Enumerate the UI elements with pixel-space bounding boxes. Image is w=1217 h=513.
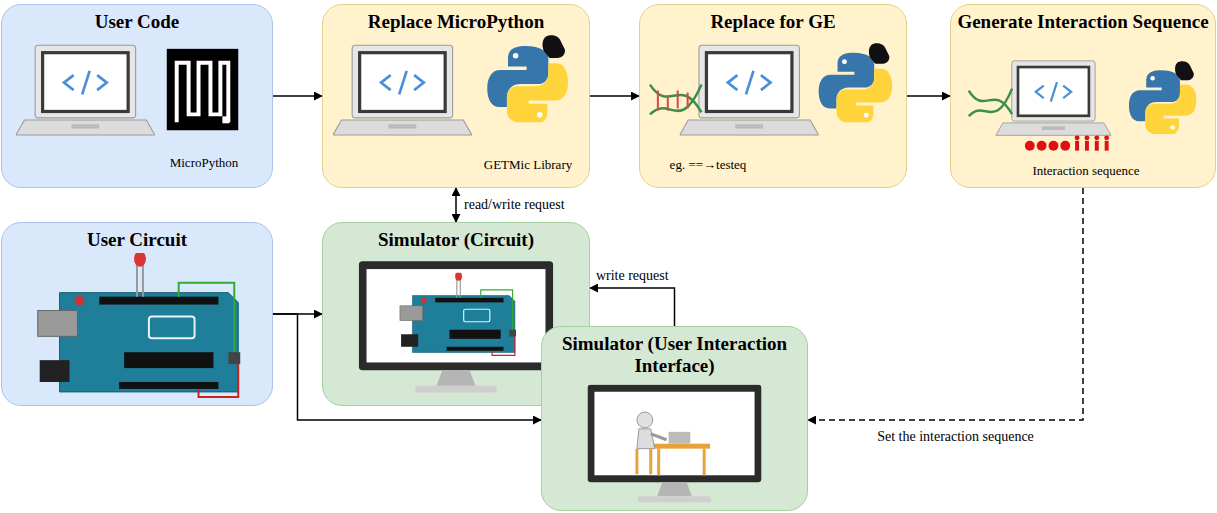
replace-micropython-box: Replace MicroPythonGETMic Library	[322, 4, 590, 188]
flow-arrow	[455, 188, 457, 222]
box-title: Simulator (Circuit)	[329, 229, 583, 251]
box-title: Replace MicroPython	[329, 11, 583, 33]
box-title: Generate Interaction Sequence	[957, 11, 1209, 33]
arduino-illustration	[2, 223, 272, 405]
flow-arrow	[273, 95, 322, 97]
flow-arrow	[590, 95, 639, 97]
generate-sequence-box: Generate Interaction SequenceInteraction…	[950, 4, 1216, 188]
box-title: User Circuit	[8, 229, 266, 251]
box-title: Simulator (User Interaction Interface)	[548, 333, 801, 377]
sequence-illustration	[951, 5, 1215, 187]
dashed-arrow	[808, 188, 1083, 420]
box-caption: eg. ==→testeq	[648, 157, 768, 172]
edge-label: Set the interaction sequence	[875, 429, 1036, 445]
interaction-simulator-box: Simulator (User Interaction Interface)	[541, 326, 808, 511]
interaction-monitor	[542, 327, 807, 510]
user-circuit-box: User Circuit	[1, 222, 273, 406]
edge-label: write request	[594, 268, 671, 284]
flow-arrow	[590, 288, 675, 326]
box-caption: GETMic Library	[473, 157, 583, 172]
user-code-box: User CodeMicroPython	[1, 4, 273, 188]
box-caption: MicroPython	[162, 155, 246, 170]
flow-arrow	[907, 95, 950, 97]
edge-label: read/write request	[462, 197, 567, 213]
box-caption: Interaction sequence	[1011, 163, 1161, 178]
box-title: Replace for GE	[646, 11, 900, 33]
box-title: User Code	[8, 11, 266, 33]
replace-ge-box: Replace for GE eg. ==→testeq	[639, 4, 907, 188]
